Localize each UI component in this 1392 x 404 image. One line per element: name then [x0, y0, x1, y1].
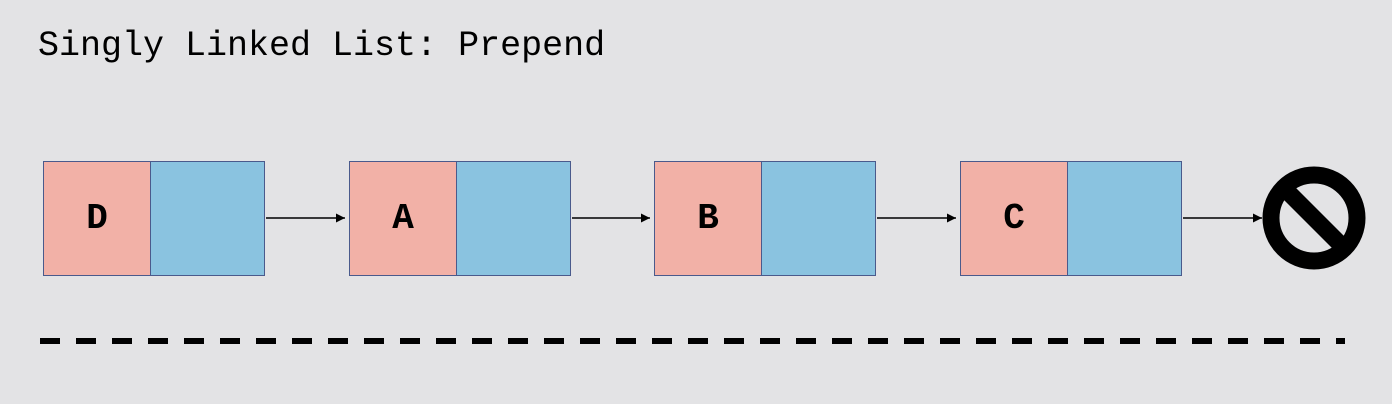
- node-value-cell: C: [960, 161, 1067, 276]
- node-value-cell: D: [43, 161, 150, 276]
- node-pointer-cell: [150, 161, 265, 276]
- node-pointer-cell: [761, 161, 876, 276]
- node-value-cell: A: [349, 161, 456, 276]
- list-node-c: C: [960, 161, 1182, 276]
- list-node-b: B: [654, 161, 876, 276]
- diagram-title: Singly Linked List: Prepend: [38, 26, 606, 66]
- node-pointer-cell: [456, 161, 571, 276]
- list-node-d: D: [43, 161, 265, 276]
- node-value-cell: B: [654, 161, 761, 276]
- node-pointer-cell: [1067, 161, 1182, 276]
- list-node-a: A: [349, 161, 571, 276]
- null-prohibited-icon: [1262, 166, 1366, 270]
